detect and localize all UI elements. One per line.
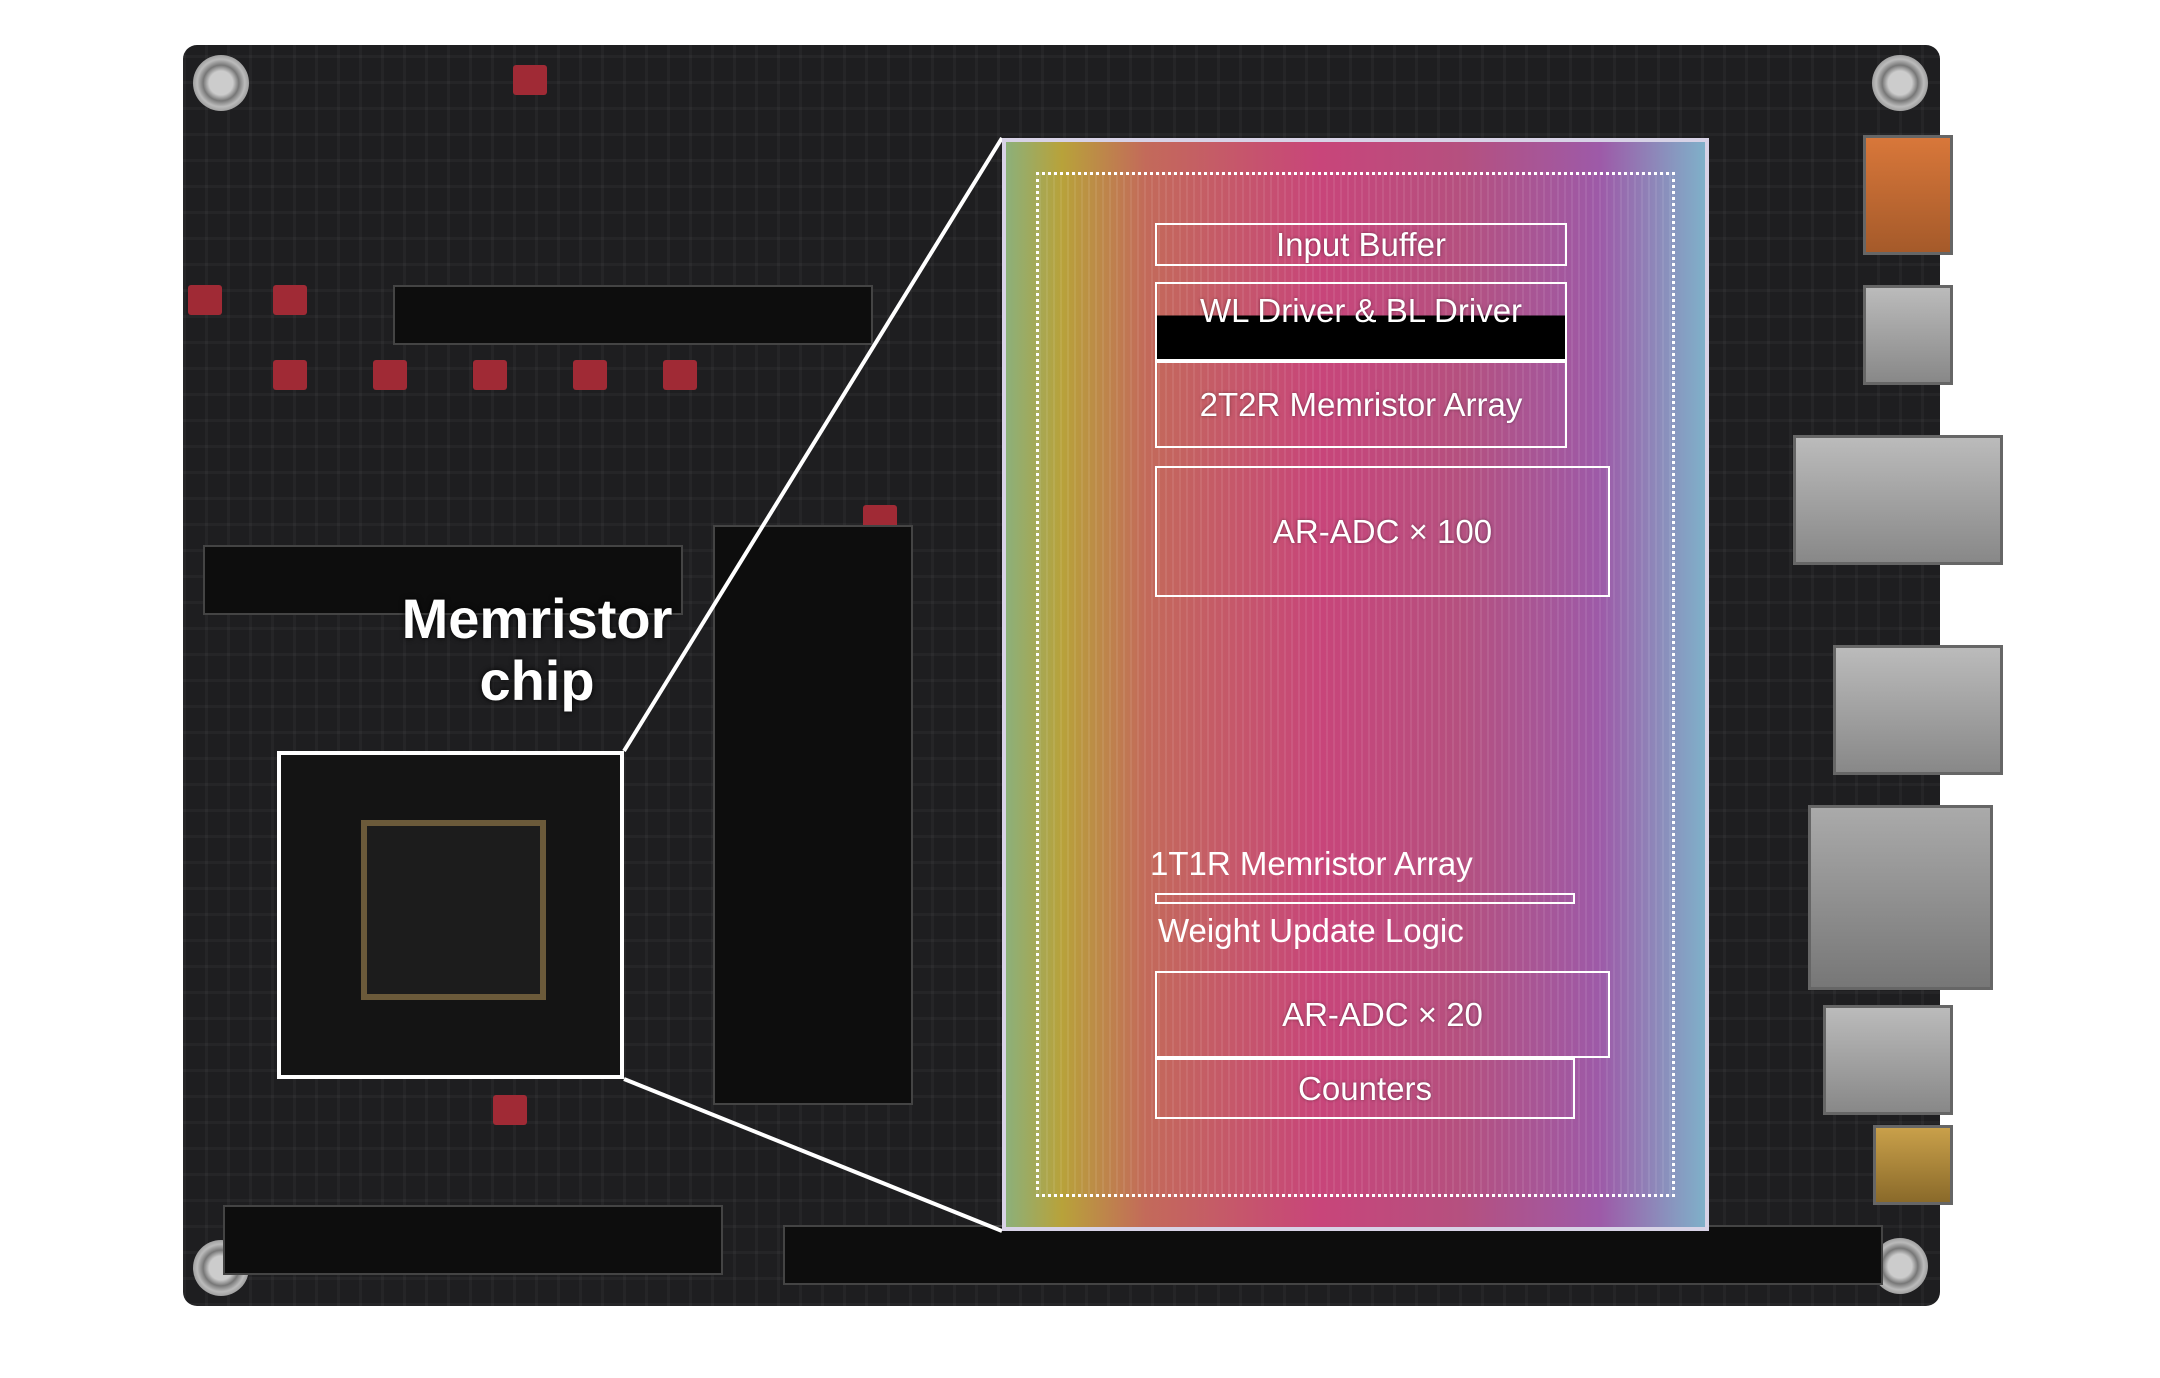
memristor-chip-label: Memristor chip <box>337 588 737 712</box>
jumper <box>663 360 697 390</box>
usb-port <box>1863 285 1953 385</box>
ic-row <box>223 1205 723 1275</box>
jumper <box>188 285 222 315</box>
jumper <box>273 285 307 315</box>
adc-100-block: AR-ADC × 100 <box>1155 466 1610 597</box>
counters-block: Counters <box>1155 1058 1575 1119</box>
sd-card-slot <box>1823 1005 1953 1115</box>
wl-bl-driver-block: WL Driver & BL Driver <box>1155 282 1567 361</box>
jumper <box>493 1095 527 1125</box>
jumper <box>573 360 607 390</box>
array-1t1r-label: 1T1R Memristor Array <box>1150 845 1473 882</box>
chip-socket-highlight <box>277 751 624 1079</box>
array-2t2r-block: 2T2R Memristor Array <box>1155 361 1567 448</box>
usb-port <box>1793 435 2003 565</box>
usb-port <box>1833 645 2003 775</box>
jumper <box>513 65 547 95</box>
chip-label-line2: chip <box>479 649 595 712</box>
hdmi-port <box>1863 135 1953 255</box>
memristor-chip <box>361 820 546 1000</box>
chip-label-line1: Memristor <box>401 587 673 650</box>
ic-column <box>713 525 913 1105</box>
mini-usb-port <box>1873 1125 1953 1205</box>
ic-row <box>203 545 683 615</box>
screw-top-right <box>1872 55 1928 111</box>
weight-update-label: Weight Update Logic <box>1158 912 1464 949</box>
adc-20-block: AR-ADC × 20 <box>1155 971 1610 1058</box>
ic-row <box>393 285 873 345</box>
pin-header <box>783 1225 1883 1285</box>
screw-top-left <box>193 55 249 111</box>
input-buffer-block: Input Buffer <box>1155 223 1567 266</box>
ethernet-port <box>1808 805 1993 990</box>
jumper <box>473 360 507 390</box>
jumper <box>373 360 407 390</box>
jumper <box>273 360 307 390</box>
array-1t1r-block <box>1155 893 1575 904</box>
